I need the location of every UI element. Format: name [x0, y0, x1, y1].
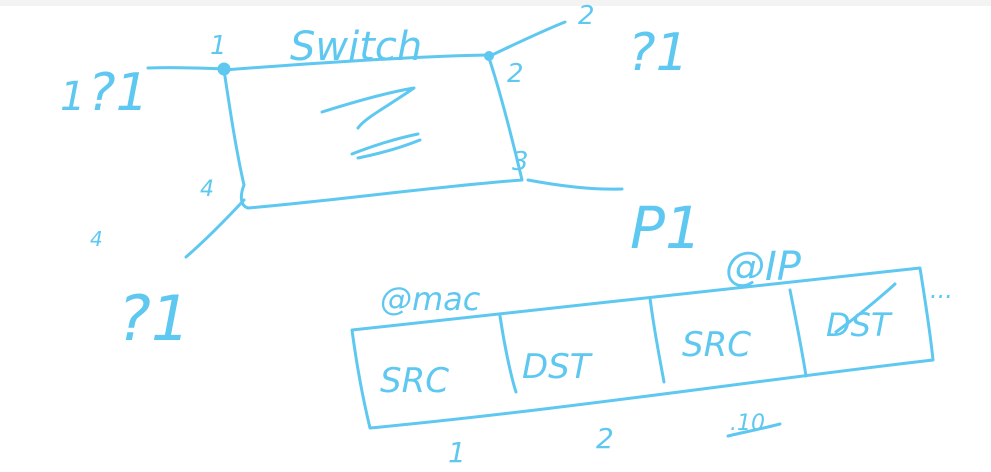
frame-header-mac: @mac — [380, 280, 481, 318]
frame-header-ip: @IP — [725, 244, 802, 290]
frame-table — [350, 266, 935, 430]
underline-10 — [726, 422, 782, 438]
switch-label: Switch — [290, 24, 422, 70]
port1-label: 1 — [210, 31, 227, 61]
port4-outer-label: 4 — [90, 227, 103, 251]
frame-field-src-mac: SRC — [380, 361, 449, 401]
port2-label: 2 — [507, 59, 524, 89]
port3-label: 3 — [512, 147, 529, 177]
frame-field-dst-ip: DST — [826, 306, 893, 344]
frame-field-src-ip: SRC — [682, 325, 751, 365]
frame-more: ... — [930, 276, 953, 304]
below-src-mac: 1 — [448, 436, 466, 469]
switch-symbol — [320, 86, 422, 160]
host-left: ?1 — [88, 63, 149, 123]
frame-divider-1 — [498, 314, 518, 394]
frame-field-dst-mac: DST — [522, 347, 593, 387]
below-dst-mac: 2 — [596, 422, 614, 455]
host-bottom-left: ?1 — [118, 282, 190, 355]
strike-dst — [834, 282, 897, 334]
port1-dot — [217, 62, 231, 76]
frame-divider-3 — [788, 288, 808, 378]
host-right: P1 — [630, 194, 702, 262]
link-port3 — [526, 178, 624, 191]
port4-label: 4 — [200, 177, 214, 202]
port2-dot — [484, 51, 494, 61]
host-top-right: ?1 — [628, 23, 689, 83]
below-src-ip: .10 — [730, 411, 765, 436]
link-port2 — [488, 20, 567, 58]
top-edge-strip — [0, 0, 991, 6]
link-port4 — [184, 198, 246, 259]
link-port1 — [146, 66, 226, 71]
frame-divider-2 — [648, 296, 666, 384]
port2-outer-label: 2 — [578, 1, 595, 31]
switch-box — [222, 53, 524, 210]
host-left-prefix: 1 — [60, 74, 85, 120]
